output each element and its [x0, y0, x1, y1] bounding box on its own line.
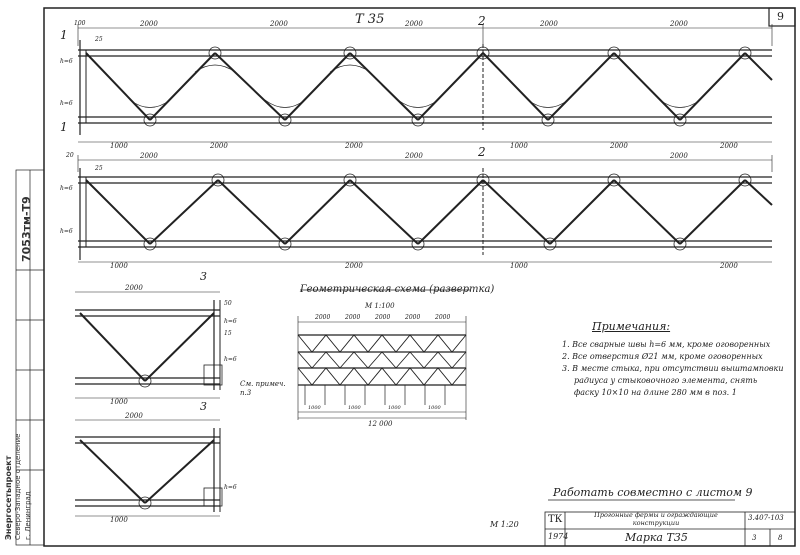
weld-label: h=6 [60, 185, 73, 192]
dim-label: 2000 [140, 152, 158, 160]
dim-label: 1000 [428, 405, 441, 411]
dim-label: 2000 [405, 314, 421, 321]
note-line: фаску 10×10 на длине 280 мм в поз. 1 [574, 388, 737, 397]
dim-label: 1000 [388, 405, 401, 411]
dim-label: 1000 [110, 516, 128, 524]
section-mark: 1 [60, 28, 68, 42]
note-line: 1. Все сварные швы h=6 мм, кроме оговоре… [562, 340, 771, 349]
dim-label: 2000 [210, 142, 228, 150]
joint-note: См. примеч. п.3 [240, 380, 286, 397]
geometry-schema [297, 289, 470, 420]
dim-label: 2000 [720, 142, 738, 150]
dim-label: 2000 [610, 142, 628, 150]
stamp-sheets: 8 [778, 534, 783, 542]
dim-label: 2000 [435, 314, 451, 321]
dim-label: 2000 [125, 412, 143, 420]
dim-label: 2000 [670, 20, 688, 28]
dim-label: 2000 [375, 314, 391, 321]
schema-scale: М 1:100 [365, 302, 395, 310]
org-branch: Северо-Западное отделение [14, 433, 22, 540]
weld-label: h=6 [224, 356, 237, 363]
dim-label: 1000 [308, 405, 321, 411]
stamp-code: 3.407-103 [748, 514, 784, 522]
stamp-purpose: Прогонные фермы и ограждающие конструкци… [594, 511, 718, 527]
geometry-title: Геометрическая схема (развертка) [300, 284, 495, 295]
note-line: 3. В месте стыка, при отсутствии выштамп… [562, 364, 784, 373]
dim-label: 25 [95, 165, 103, 172]
dim-label: 2000 [140, 20, 158, 28]
truss-top [77, 24, 773, 143]
section-mark: 2 [478, 14, 486, 28]
notes-title: Примечания: [592, 320, 671, 333]
section-mark: 3 [200, 400, 207, 413]
work-note: Работать совместно с листом 9 [553, 486, 753, 499]
dim-label: 100 [74, 20, 86, 27]
dim-label: 2000 [720, 262, 738, 270]
dim-label: 1000 [348, 405, 361, 411]
dim-label: 1000 [510, 262, 528, 270]
truss-middle [77, 155, 773, 263]
dim-label: 15 [224, 330, 232, 337]
main-scale: М 1:20 [490, 520, 519, 529]
dim-label: 25 [95, 36, 103, 43]
section-mark: 1 [60, 120, 68, 134]
detail-upper [75, 291, 223, 399]
stamp-year: 1974 [548, 532, 569, 541]
schema-total: 12 000 [368, 420, 393, 428]
detail-lower [75, 419, 223, 517]
sheet-number: 9 [777, 10, 784, 23]
sheet-number-box [768, 7, 796, 27]
dim-label: 2000 [270, 20, 288, 28]
org-name: Энергосетьпроект [4, 455, 13, 540]
dim-label: 2000 [405, 20, 423, 28]
weld-label: h=6 [224, 318, 237, 325]
drawing-title: Т 35 [355, 12, 385, 27]
note-line: радиуса у стыковочного элемента, снять [574, 376, 758, 385]
dim-label: 2000 [315, 314, 331, 321]
weld-label: h=6 [60, 58, 73, 65]
dim-label: 2000 [345, 314, 361, 321]
stamp-name: Марка Т35 [625, 531, 688, 544]
dim-label: 2000 [670, 152, 688, 160]
org-city: г. Ленинград [24, 491, 32, 540]
title-block [544, 499, 796, 547]
sheet-border [43, 7, 796, 547]
weld-label: h=6 [60, 100, 73, 107]
section-mark: 3 [200, 270, 207, 283]
stamp-mark: ТК [548, 514, 563, 525]
dim-label: 1000 [110, 142, 128, 150]
weld-label: h=6 [60, 228, 73, 235]
dim-label: 50 [224, 300, 232, 307]
dim-label: 2000 [345, 142, 363, 150]
dim-label: 2000 [405, 152, 423, 160]
dim-label: 1000 [110, 262, 128, 270]
left-stamp [15, 169, 45, 546]
dim-label: 2000 [540, 20, 558, 28]
dim-label: 2000 [125, 284, 143, 292]
weld-label: h=6 [224, 484, 237, 491]
dim-label: 2000 [345, 262, 363, 270]
dim-label: 1000 [510, 142, 528, 150]
section-mark: 2 [478, 145, 486, 159]
dim-label: 1000 [110, 398, 128, 406]
stamp-sheet: 3 [752, 534, 757, 542]
note-line: 2. Все отверстия Ø21 мм, кроме оговоренн… [562, 352, 763, 361]
side-code: 7053тм-Т9 [20, 196, 33, 262]
dim-label: 20 [66, 152, 74, 159]
